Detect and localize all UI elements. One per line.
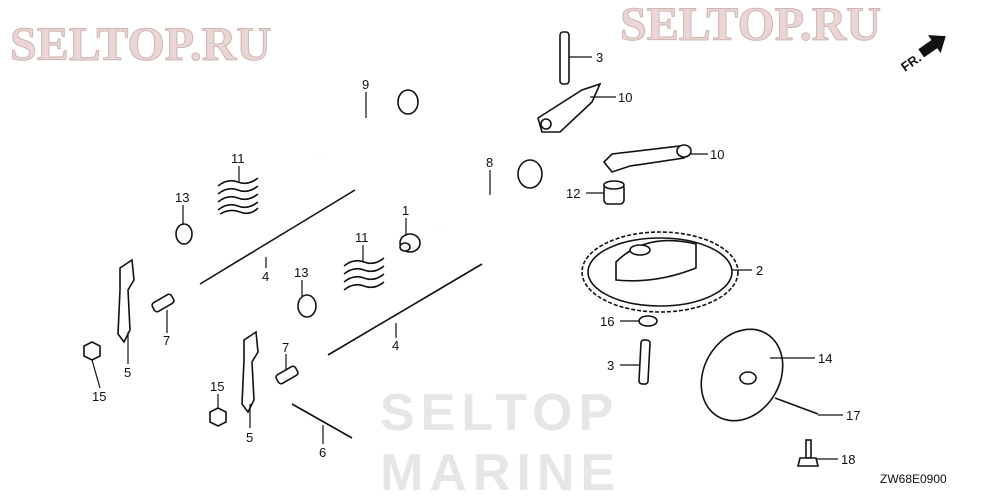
valve-9: [319, 89, 419, 155]
callout-5-left: 5: [124, 365, 131, 380]
watermark-seltop-ru-top: SELTOP.RU: [620, 0, 881, 51]
callout-1: 1: [402, 203, 409, 218]
callout-7-left: 7: [163, 333, 170, 348]
callout-13-left: 13: [175, 190, 189, 205]
retainer-13-center: [297, 294, 317, 318]
nut-15-left: [83, 341, 101, 361]
callout-15-left: 15: [92, 389, 106, 404]
push-rod-4-left: [199, 189, 356, 285]
shaft-6: [291, 403, 353, 439]
leader-lines: [91, 56, 843, 460]
callout-17: 17: [846, 408, 860, 423]
adjuster-7-left: [151, 293, 175, 313]
retainer-13-left: [175, 223, 193, 245]
rocker-arm-10-top: [537, 82, 602, 133]
collar-12: [603, 180, 625, 205]
front-direction-arrow-icon: FR.: [898, 35, 946, 74]
watermark-seltop: SELTOP: [380, 384, 619, 442]
callout-4-left: 4: [262, 269, 269, 284]
callout-2: 2: [756, 263, 763, 278]
callout-14: 14: [818, 351, 832, 366]
lever-5-right: [241, 330, 259, 414]
valve-spring-11-left: [217, 177, 259, 215]
valve-8: [439, 159, 543, 227]
callout-3-top: 3: [596, 50, 603, 65]
callout-11-center: 11: [355, 230, 369, 245]
watermark-marine: MARINE: [380, 444, 621, 499]
push-rod-4-center: [327, 263, 483, 356]
bolt-18: [796, 439, 820, 467]
callout-10-right: 10: [710, 147, 724, 162]
nut-15-right: [209, 407, 227, 427]
pin-3-top: [559, 31, 570, 85]
front-label: FR.: [898, 50, 924, 74]
watermark-seltop-ru-bottom: SELTOP.RU: [10, 18, 271, 71]
lever-5-left: [117, 258, 135, 344]
callout-7-right: 7: [282, 340, 289, 355]
camshaft-gear-2: [581, 231, 739, 313]
adjuster-7-right: [275, 365, 299, 385]
callout-11-left: 11: [231, 151, 245, 166]
callout-18: 18: [841, 452, 855, 467]
callout-6: 6: [319, 445, 326, 460]
callout-10-top: 10: [618, 90, 632, 105]
part-1: [399, 233, 421, 253]
washer-16: [638, 315, 658, 327]
callout-3-bottom: 3: [607, 358, 614, 373]
callout-12: 12: [566, 186, 580, 201]
callout-5-right: 5: [246, 430, 253, 445]
callout-13-center: 13: [294, 265, 308, 280]
rocker-arm-10-right: [602, 144, 692, 173]
governor-plate-14: [700, 328, 784, 422]
callout-15-right: 15: [210, 379, 224, 394]
callout-16: 16: [600, 314, 614, 329]
drawing-code: ZW68E0900: [880, 472, 947, 486]
pin-3-bottom: [638, 339, 651, 385]
callout-4-center: 4: [392, 338, 399, 353]
callout-8: 8: [486, 155, 493, 170]
valve-spring-11-center: [343, 257, 385, 291]
callout-9: 9: [362, 77, 369, 92]
pin-17: [774, 397, 819, 415]
